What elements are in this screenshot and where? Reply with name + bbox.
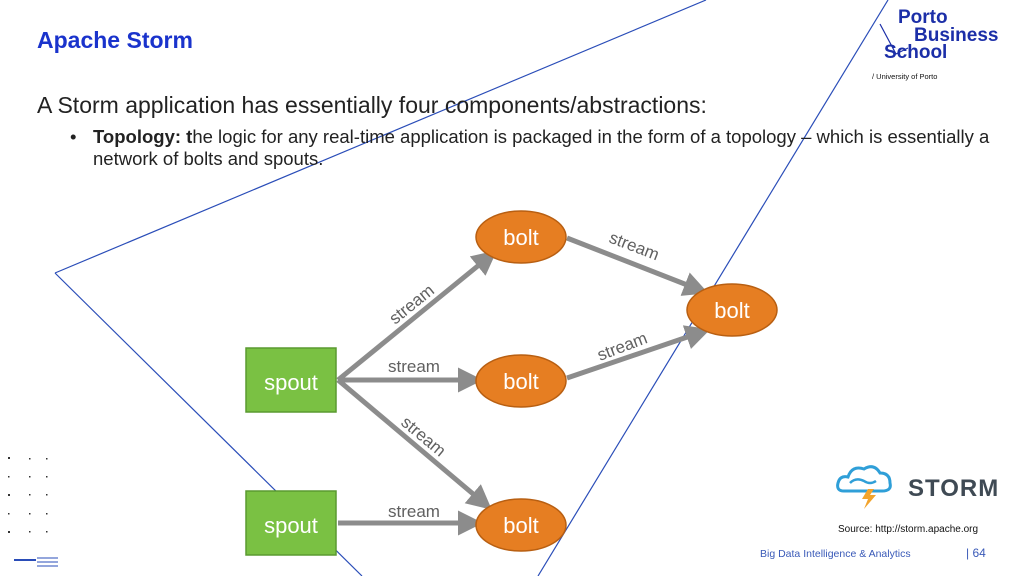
edge-spout1-bolt-top (336, 250, 497, 382)
edge-bolt-mid-bolt-right (566, 325, 711, 381)
page-title: Apache Storm (37, 27, 193, 53)
edge-label: stream (388, 357, 440, 376)
edge-label: stream (388, 502, 440, 521)
bolt-label: bolt (503, 513, 538, 538)
bolt-node (475, 210, 567, 264)
bullet-marker: • (70, 126, 77, 147)
page-separator: | (966, 546, 970, 560)
logo-mark-icon (879, 23, 909, 55)
logo-university: / University of Porto (872, 72, 938, 81)
source-note: Source: http://storm.apache.org (838, 524, 979, 535)
spout-label: spout (264, 370, 318, 395)
logo-line1: Porto (898, 7, 948, 28)
bullet-topology: • Topology: the logic for any real-time … (70, 126, 1000, 170)
bolt-label: bolt (714, 298, 749, 323)
logo-line3: School (884, 42, 948, 63)
spout-label: spout (264, 513, 318, 538)
bolt-node (686, 283, 778, 337)
page-number-value: 64 (972, 546, 986, 560)
dot-grid (8, 457, 48, 533)
footer-course-title: Big Data Intelligence & Analytics (760, 548, 911, 560)
bolt-node (475, 498, 567, 552)
edge-spout1-bolt-bot (336, 378, 492, 510)
bolt-node (475, 354, 567, 408)
storm-logo-text: STORM (908, 475, 1000, 502)
edge-bolt-top-bolt-right (566, 235, 709, 296)
logo-line2: Business (914, 25, 999, 46)
spout-node (245, 490, 337, 556)
deco-line (54, 0, 707, 274)
storm-logo: STORM (834, 461, 1004, 511)
intro-text: A Storm application has essentially four… (37, 92, 707, 118)
cloud-lightning-icon (836, 465, 892, 509)
bolt-label: bolt (503, 369, 538, 394)
bolt-label: bolt (503, 225, 538, 250)
page-number: | 64 (966, 546, 986, 560)
spout-node (245, 347, 337, 413)
porto-business-school-logo: Porto Business School / University of Po… (872, 6, 1012, 81)
bullet-text: he logic for any real-time application i… (93, 126, 990, 169)
bullet-term: Topology: t (93, 126, 193, 147)
footer-accent-lines (14, 557, 58, 567)
